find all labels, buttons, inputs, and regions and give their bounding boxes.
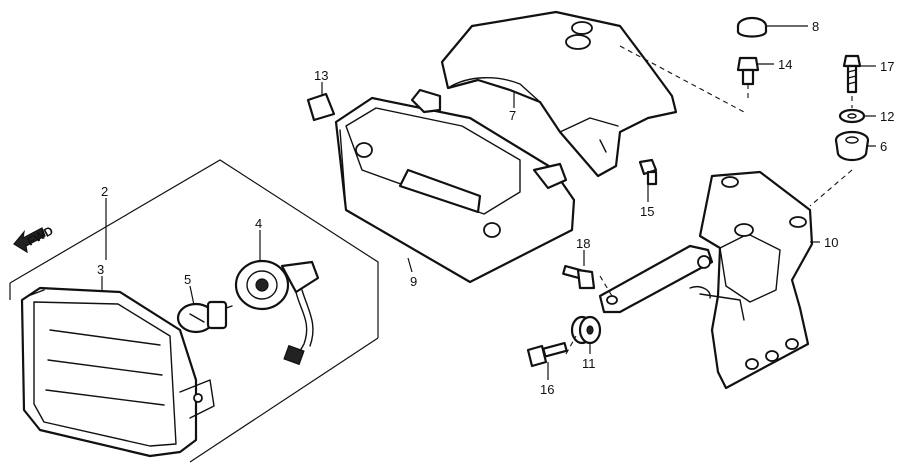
- bolt-14: [736, 56, 760, 86]
- cap: [736, 16, 768, 38]
- bulb: [176, 300, 233, 334]
- upper-cover: [440, 10, 678, 178]
- callout-18: 18: [576, 236, 590, 251]
- callout-7: 7: [509, 108, 516, 123]
- bolt-18: [562, 264, 596, 290]
- label-plate: [306, 92, 336, 122]
- grommet-11: [570, 315, 602, 345]
- callout-6: 6: [880, 139, 887, 154]
- callout-15: 15: [640, 204, 654, 219]
- leader-lines: [101, 25, 876, 380]
- mounting-bracket: [598, 170, 814, 390]
- callout-10: 10: [824, 235, 838, 250]
- callout-4: 4: [255, 216, 262, 231]
- callout-13: 13: [314, 68, 328, 83]
- callout-16: 16: [540, 382, 554, 397]
- bulb-socket: [234, 259, 320, 366]
- callout-3: 3: [97, 262, 104, 277]
- bolt-16: [526, 341, 568, 368]
- callout-12: 12: [880, 109, 894, 124]
- headlight-case: [334, 88, 576, 284]
- headlight-assembly-box: [9, 159, 379, 463]
- grommet-6: [834, 130, 870, 162]
- washer-12: [838, 108, 866, 124]
- bolt-17: [842, 54, 862, 94]
- headlight-lens: [20, 286, 215, 458]
- callout-14: 14: [778, 57, 792, 72]
- callout-9: 9: [410, 274, 417, 289]
- callout-5: 5: [184, 272, 191, 287]
- fwd-label: FWD: [25, 223, 56, 248]
- fwd-arrow: FWD: [13, 223, 56, 254]
- callout-17: 17: [880, 59, 894, 74]
- callout-8: 8: [812, 19, 819, 34]
- screw-15: [638, 158, 658, 186]
- callout-11: 11: [582, 356, 596, 371]
- callout-labels: 2 3 4 5 6 7 8 9 10 11 12 13 14 15 16 17 …: [97, 19, 894, 397]
- callout-2: 2: [101, 184, 108, 199]
